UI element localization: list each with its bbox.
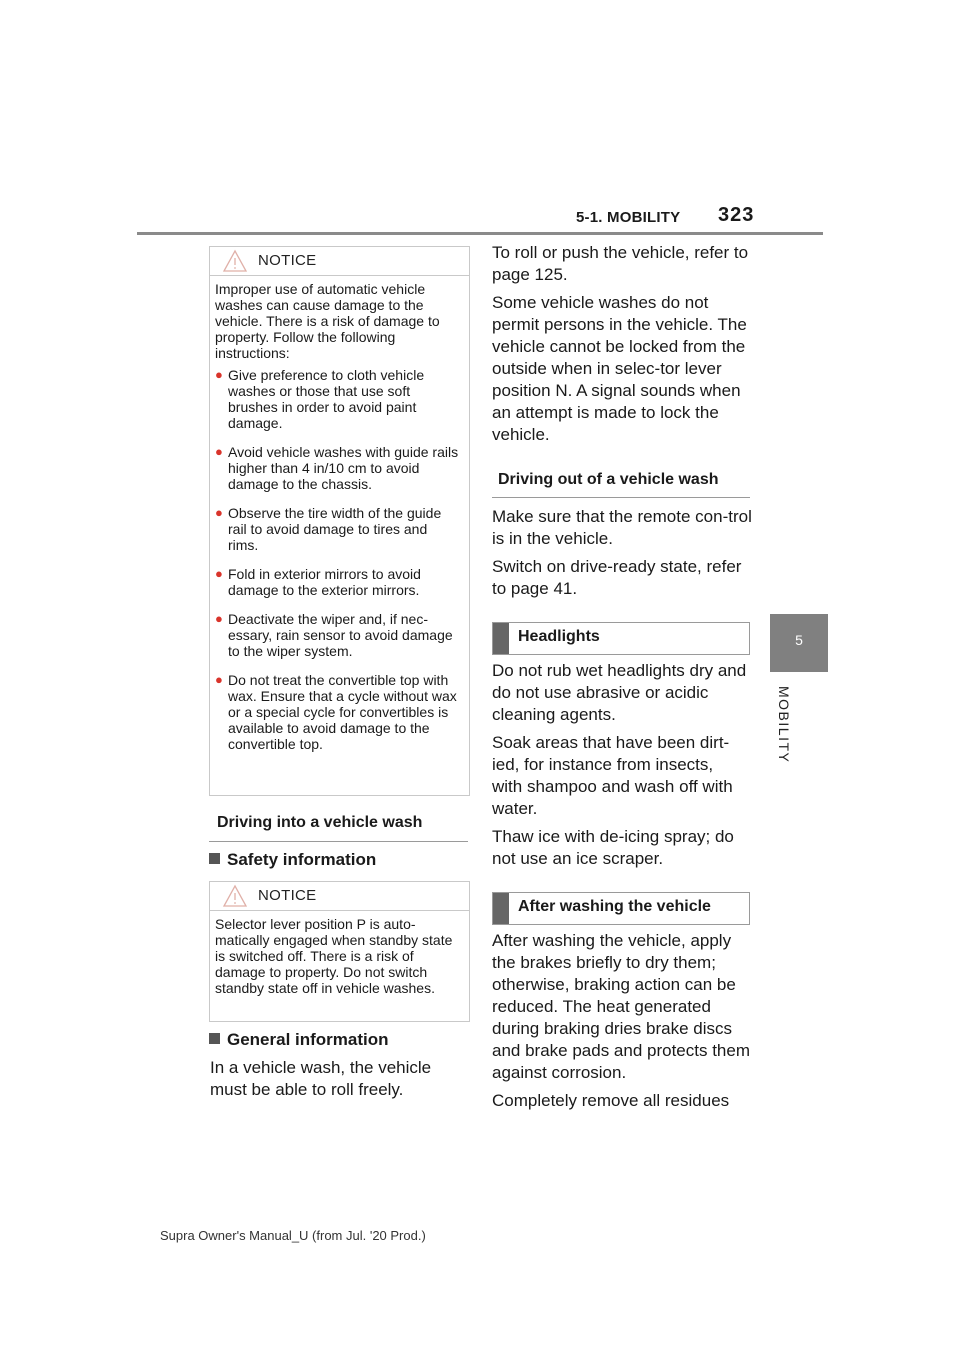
subheading-safety: Safety information — [209, 850, 376, 870]
list-item: ●Do not treat the convertible top with w… — [215, 672, 457, 752]
section-marker — [493, 893, 509, 924]
paragraph-residues: Completely remove all residues — [492, 1091, 730, 1110]
chapter-tab — [770, 614, 828, 672]
notice-text: Selector lever position P is auto-matica… — [215, 916, 453, 996]
bullet-dot-icon: ● — [215, 672, 223, 687]
bullet-dot-icon: ● — [215, 566, 223, 581]
paragraph-brakes: After washing the vehicle, apply the bra… — [492, 931, 750, 1082]
notice-box-vehicle-wash: NOTICE Improper use of automatic vehicle… — [209, 246, 470, 796]
list-item: ●Deactivate the wiper and, if nec-essary… — [215, 611, 453, 659]
header-divider — [137, 232, 823, 235]
notice-box-selector-lever: NOTICE Selector lever position P is auto… — [209, 881, 470, 1022]
list-item: ●Avoid vehicle washes with guide rails h… — [215, 444, 459, 492]
warning-triangle-icon — [222, 884, 248, 907]
list-item: ●Observe the tire width of the guide rai… — [215, 505, 442, 553]
notice-title: NOTICE — [258, 252, 317, 269]
notice-header: NOTICE — [210, 247, 469, 276]
section-heading-after-washing: After washing the vehicle — [492, 892, 750, 925]
list-item: ●Fold in exterior mirrors to avoid damag… — [215, 566, 421, 598]
notice-intro: Improper use of automatic vehicle washes… — [215, 281, 440, 361]
notice-body: Selector lever position P is auto-matica… — [210, 911, 469, 1010]
section-heading-headlights: Headlights — [492, 622, 750, 655]
chapter-tab-number: 5 — [795, 632, 803, 648]
notice-header: NOTICE — [210, 882, 469, 911]
section-heading-out-of-wash: Driving out of a vehicle wash — [492, 471, 750, 498]
paragraph-roll-push: To roll or push the vehicle, refer to pa… — [492, 243, 749, 284]
paragraph-thaw-ice: Thaw ice with de-icing spray; do not use… — [492, 827, 734, 868]
chapter-tab-label: MOBILITY — [776, 686, 792, 764]
square-bullet-icon — [209, 853, 220, 864]
bullet-dot-icon: ● — [215, 505, 223, 520]
warning-triangle-icon — [222, 249, 248, 272]
section-heading-into-wash: Driving into a vehicle wash — [209, 814, 468, 842]
section-marker — [493, 623, 509, 654]
notice-body: Improper use of automatic vehicle washes… — [210, 276, 469, 773]
list-item: ●Give preference to cloth vehicle washes… — [215, 367, 425, 431]
paragraph-soak: Soak areas that have been dirt-ied, for … — [492, 733, 733, 818]
bullet-dot-icon: ● — [215, 444, 223, 459]
subheading-general: General information — [209, 1030, 389, 1050]
paragraph-remote: Make sure that the remote con-trol is in… — [492, 507, 752, 548]
paragraph-headlights-dry: Do not rub wet headlights dry and do not… — [492, 661, 747, 724]
paragraph-persons: Some vehicle washes do not permit person… — [492, 293, 747, 444]
notice-title: NOTICE — [258, 887, 317, 904]
footer-text: Supra Owner's Manual_U (from Jul. '20 Pr… — [160, 1228, 426, 1243]
paragraph-drive-ready: Switch on drive-ready state, refer to pa… — [492, 557, 742, 598]
section-title: 5-1. MOBILITY — [576, 209, 681, 226]
page-number: 323 — [718, 204, 755, 226]
bullet-dot-icon: ● — [215, 611, 223, 626]
square-bullet-icon — [209, 1033, 220, 1044]
paragraph-roll-freely: In a vehicle wash, the vehicle must be a… — [210, 1058, 432, 1099]
bullet-dot-icon: ● — [215, 367, 223, 382]
